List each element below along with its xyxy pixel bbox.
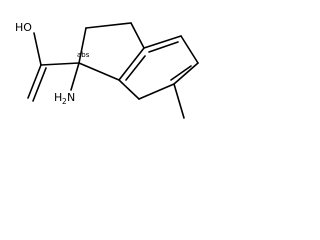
- amine-n-label: N: [67, 91, 75, 104]
- bond-aromatic-inner-1: [148, 41, 179, 53]
- bond-o-h-to-carboxyl-carbon: [33, 32, 42, 66]
- bond-ring5-c2-c3: [85, 22, 132, 29]
- bond-ring6-c7a-c3a: [118, 47, 145, 81]
- bond-ring5-c1-c2: [78, 27, 87, 64]
- bond-ring6-c4-c5: [180, 35, 199, 64]
- bond-carbonyl-double-line: [32, 67, 47, 102]
- bond-aromatic-inner-3: [125, 55, 146, 81]
- bond-ring5-c3-c3a: [130, 22, 145, 49]
- bond-aromatic-inner-2: [170, 65, 192, 81]
- chemical-structure-diagram: HO abs H 2 N: [15, 21, 199, 119]
- bond-carboxyl-carbon-to-carbonyl-oxygen: [27, 64, 42, 99]
- bond-methyl: [173, 83, 185, 119]
- hydroxyl-label: HO: [15, 21, 32, 34]
- amine-h-label: H: [54, 91, 62, 104]
- stereo-abs-label: abs: [77, 51, 90, 59]
- bond-ring6-c7-c7a: [118, 79, 140, 100]
- bond-ring6-c5-c6: [173, 62, 199, 85]
- bond-ring5-c1-c7a: [78, 62, 120, 81]
- amine-subscript-label: 2: [62, 97, 67, 106]
- bond-quaternary-carbon-to-amine: [70, 62, 80, 91]
- bond-ring6-c6-c7: [138, 83, 175, 100]
- bond-carboxyl-carbon-to-quaternary-carbon: [40, 62, 80, 66]
- bond-ring6-c3a-c4: [143, 35, 182, 49]
